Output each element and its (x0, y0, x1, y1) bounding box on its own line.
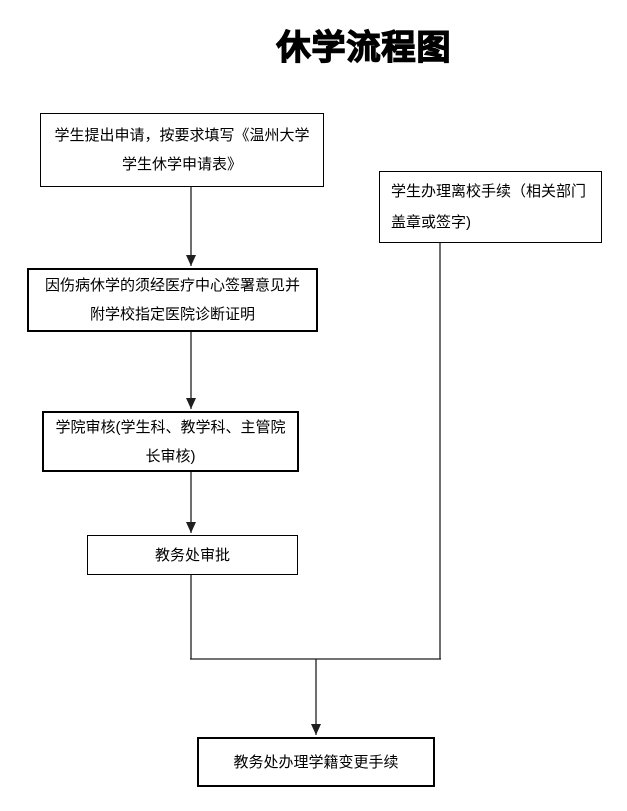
node-status-change: 教务处办理学籍变更手续 (197, 737, 435, 787)
node-status-change-label: 教务处办理学籍变更手续 (233, 753, 399, 771)
node-aao-approval: 教务处审批 (87, 535, 298, 575)
node-student-application-label: 学生提出申请，按要求填写《温州大学 学生休学申请表》 (54, 127, 310, 173)
node-student-application: 学生提出申请，按要求填写《温州大学 学生休学申请表》 (40, 113, 324, 187)
node-college-review: 学院审核(学生科、教学科、主管院 长审核) (42, 411, 299, 472)
node-college-review-label: 学院审核(学生科、教学科、主管院 长审核) (55, 418, 286, 465)
node-leave-school-procedures-label: 学生办理离校手续（相关部门 盖章或签字) (391, 183, 587, 231)
node-leave-school-procedures: 学生办理离校手续（相关部门 盖章或签字) (379, 171, 602, 243)
node-medical-certificate-label: 因伤病休学的须经医疗中心签署意见并 附学校指定医院诊断证明 (44, 277, 300, 323)
node-medical-certificate: 因伤病休学的须经医疗中心签署意见并 附学校指定医院诊断证明 (27, 268, 318, 332)
node-aao-approval-label: 教务处审批 (154, 546, 230, 564)
page-title: 休学流程图 (276, 28, 452, 67)
